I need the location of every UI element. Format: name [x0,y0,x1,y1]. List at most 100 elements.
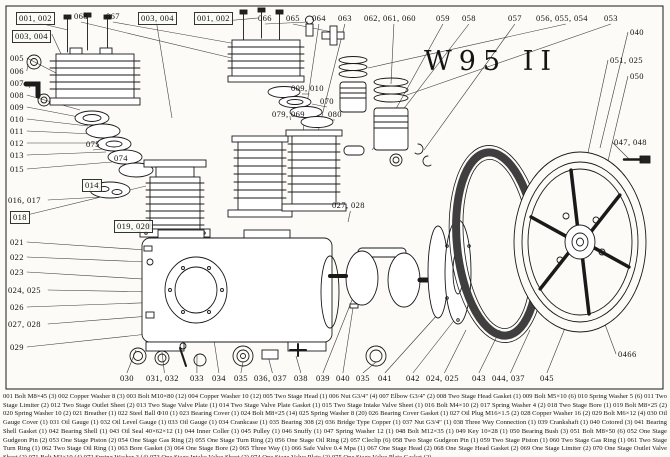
callout-013: 013 [10,150,24,160]
callout-063: 063 [338,13,352,23]
part-entry: 045 Pulley (1) [241,427,280,435]
callout-035: 035 [356,373,370,383]
callout-040: 040 [630,27,644,37]
callout-027-028: 027, 028 [332,200,365,210]
part-entry: 049 Key 10×28 (1) [455,427,508,435]
callout-019-020: 019, 020 [114,220,153,233]
callout-039: 039 [316,373,330,383]
part-entry: 072 Spring Washer 3 (4) [84,454,149,457]
part-entry: 048 Bolt M12×35 (1) [395,427,454,435]
callout-015: 015 [10,164,24,174]
three-way-drawing [321,25,345,46]
part-entry: 037 Nut G3/4" (1) [402,419,452,427]
callout-079-069: 079, 069 [272,109,305,119]
oil-gauge-drawing [129,342,207,367]
part-entry: 059 Two Stage Piston (1) [480,436,548,444]
part-entry: 034 Crankcase (1) [218,419,268,427]
model-title: W95 II [424,46,559,77]
callout-0466: 0466 [618,349,637,359]
part-entry: 050 Bearing Bush (3) [509,427,569,435]
part-entry: 044 Inner Coller (1) [184,427,239,435]
pulley-bolt-drawing [622,155,651,164]
part-entry: 058 Two Stage Gudgeon Pin (1) [392,436,479,444]
leader-lines [26,17,631,374]
part-entry: 022 Steel Ball Φ10 (1) [117,410,178,418]
part-entry: 018 Two Stage Bore (1) [547,401,612,409]
one-stage-bores-drawing [227,129,347,218]
bottom-small-parts-drawing [232,303,387,367]
callout-009-010: 009, 010 [291,83,324,93]
callout-053: 053 [604,13,618,23]
callout-012: 012 [10,138,24,148]
callout-062-061-060: 062, 061, 060 [364,13,416,23]
part-entry: 002 Copper Washer 8 (3) [58,393,125,400]
part-entry: 064 One Stage Bore (2) [174,445,238,453]
part-entry: 026 Bearing Cover Gasket (1) [368,410,449,418]
part-entry: 025 Spring Washer 8 (20) [298,410,367,418]
callout-044-037: 044, 037 [492,373,525,383]
part-entry: 060 Two Stage Gas Ring (1) [549,436,626,444]
part-entry: 070 One Stage Outlet Valve Sheet (2) [3,445,668,457]
pulley-drawing [513,151,647,333]
part-entry: 038 Three Way Connection (1) [453,419,536,427]
part-entry: 075 One Stage Valve Plate Gasket (2) [332,454,432,457]
callout-070: 070 [320,96,334,106]
part-entry: 032 Oil Level Gauge (1) [100,419,167,427]
part-entry: 052 One Stage Gudgeon Pin (2) [3,427,667,444]
callout-016-017: 016, 017 [8,195,41,205]
part-entry: 010 Spring Washer 5 (6) [577,393,643,400]
callout-021: 021 [10,237,24,247]
part-entry: 046 Snuffy (1) [281,427,322,435]
part-entry: 029 Bolt M6×12 (4) [592,410,646,418]
callout-058: 058 [462,13,476,23]
callout-050: 050 [630,71,644,81]
part-entry: 009 Bolt M5×10 (6) [522,393,577,400]
callout-035: 035 [234,373,248,383]
part-entry: 004 Copper Washer 10 (12) [188,393,262,400]
part-entry: 014 Two Stage Valve Plate Gasket (1) [219,401,321,409]
part-entry: 067 One Stage Head (2) [367,445,432,453]
part-entry: 006 Nut G3/4" (4) [328,393,378,400]
part-entry: 011 Two Stage Limiter (2) [3,393,667,409]
part-entry: 047 Spring Washer 12 (1) [323,427,394,435]
part-entry: 016 Bolt M4×10 (2) [424,401,479,409]
part-entry: 036 Bridge Type Copper (1) [325,419,401,427]
part-entry: 031 Oil Gauge (1) [49,419,99,427]
callout-008: 008 [10,90,24,100]
callout-043: 043 [472,373,486,383]
elbow-fittings-drawing [23,54,51,107]
callout-047-048: 047, 048 [614,137,647,147]
part-entry: 015 Two Stage Intake Valve Sheet (1) [322,401,423,409]
callout-057: 057 [508,13,522,23]
callout-001-002: 001, 002 [194,12,233,25]
callout-022: 022 [10,252,24,262]
callout-045: 045 [540,373,554,383]
part-entry: 005 Two Stage Head (1) [262,393,328,400]
part-entry: 023 Bearing Cover (1) [179,410,239,418]
callout-009: 009 [10,102,24,112]
part-entry: 003 Bolt M10×80 (12) [126,393,187,400]
part-entry: 013 Two Stage Valve Plate (1) [136,401,218,409]
part-entry: 069 One Stage Limiter (2) [520,445,591,453]
part-entry: 024 Bolt M8×25 (14) [240,410,298,418]
part-entry: 061 Two Stage Turn Ring (1) [3,436,668,453]
part-entry: 028 Copper Washer 16 (2) [520,410,591,418]
callout-029: 029 [10,342,24,352]
callout-041: 041 [378,373,392,383]
part-entry: 021 Breather (1) [72,410,117,418]
callout-065: 065 [286,13,300,23]
part-entry: 055 One Stage Turn Ring (2) [195,436,273,444]
part-entry: 030 Oil Gauge Cover (1) [3,410,668,427]
callout-011: 011 [10,126,24,136]
one-stage-head-drawing [227,7,305,83]
callout-024-025: 024, 025 [8,285,41,295]
safe-valve-drawing [305,15,314,37]
callout-059: 059 [436,13,450,23]
callout-038: 038 [294,373,308,383]
part-entry: 074 One Stage Valve Plate (2) [251,454,331,457]
part-entry: 054 One Stage Gas Ring (2) [118,436,194,444]
callout-003-004: 003, 004 [12,30,51,43]
part-entry: 040 Cotored (3) [589,419,633,427]
part-entry: 065 Three Way (1) [239,445,290,453]
